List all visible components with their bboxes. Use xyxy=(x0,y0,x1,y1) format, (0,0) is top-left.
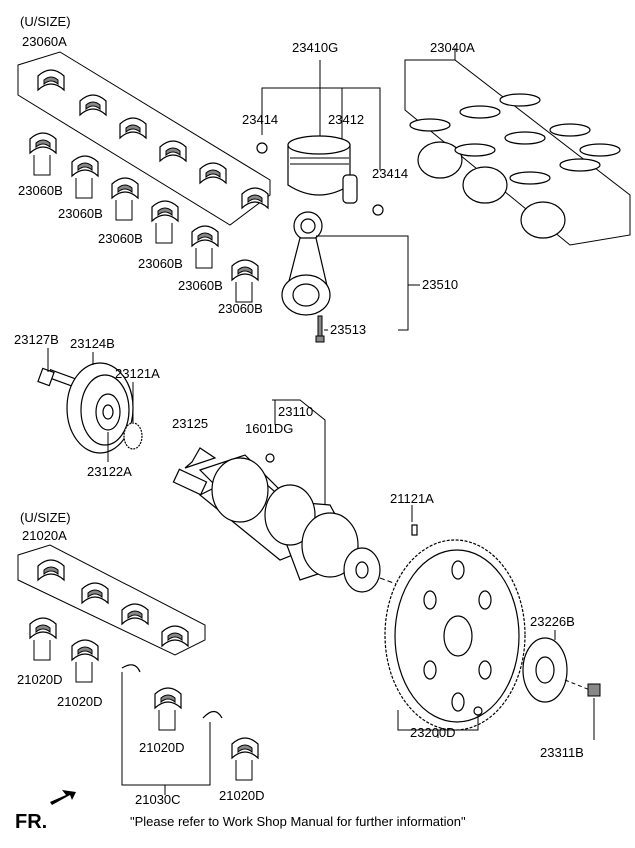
part-label: 23200D xyxy=(410,725,456,740)
part-label: 23121A xyxy=(115,366,160,381)
piston-pin xyxy=(342,174,358,204)
rod-bolt xyxy=(315,315,325,343)
bearing-shell xyxy=(161,625,189,648)
part-label: 23040A xyxy=(430,40,475,55)
piston-ring xyxy=(417,141,463,179)
part-label: 23060B xyxy=(218,301,263,316)
part-label: 23226B xyxy=(530,614,575,629)
bearing-shell xyxy=(231,737,259,760)
bearing-shell xyxy=(154,687,182,710)
bearing-shell xyxy=(29,132,57,155)
snap-ring xyxy=(256,142,268,154)
bearing-shell xyxy=(119,117,147,140)
piston-ring xyxy=(520,201,566,239)
part-label: 21020D xyxy=(139,740,185,755)
woodruff-key xyxy=(184,447,217,469)
bearing-shell xyxy=(241,187,269,210)
part-label: 21020D xyxy=(219,788,265,803)
part-label: 23060B xyxy=(138,256,183,271)
part-label: 23414 xyxy=(242,112,278,127)
part-label: 23127B xyxy=(14,332,59,347)
part-label: 21020A xyxy=(22,528,67,543)
part-label: 21020D xyxy=(17,672,63,687)
part-label: 23124B xyxy=(70,336,115,351)
part-label: 23412 xyxy=(328,112,364,127)
footer-note: "Please refer to Work Shop Manual for fu… xyxy=(130,814,466,829)
piston-ring xyxy=(499,93,541,107)
piston-ring xyxy=(579,143,621,157)
crankshaft xyxy=(172,454,381,593)
part-label: 23414 xyxy=(372,166,408,181)
bearing-shell xyxy=(111,177,139,200)
leader-23510 xyxy=(316,235,409,331)
bearing-shell xyxy=(151,200,179,223)
bearing-shell xyxy=(121,603,149,626)
part-label: 23122A xyxy=(87,464,132,479)
dowel-pin xyxy=(411,524,418,536)
front-indicator: FR. xyxy=(15,811,47,833)
piston-rings xyxy=(409,93,621,239)
bearing-shell xyxy=(79,94,107,117)
front-arrow-icon xyxy=(50,790,76,805)
drive-plate xyxy=(384,539,526,731)
snap-ring xyxy=(372,204,384,216)
plug-1601DG xyxy=(265,453,275,463)
piston-ring xyxy=(462,166,508,204)
piston-ring xyxy=(509,171,551,185)
piston-ring xyxy=(504,131,546,145)
part-label: 23060B xyxy=(98,231,143,246)
part-label: 23410G xyxy=(292,40,338,55)
part-label: 23060A xyxy=(22,34,67,49)
part-label: 1601DG xyxy=(245,421,293,436)
part-label: 23060B xyxy=(18,183,63,198)
plate-23226B xyxy=(522,637,568,703)
piston-ring xyxy=(549,123,591,137)
piston-ring xyxy=(459,105,501,119)
bearing-shell xyxy=(159,140,187,163)
bearing-set-outline-upper xyxy=(17,51,271,226)
part-label: 23060B xyxy=(178,278,223,293)
piston xyxy=(287,135,351,196)
part-label: 23125 xyxy=(172,416,208,431)
part-label: (U/SIZE) xyxy=(20,14,71,29)
bearing-set-outline-lower xyxy=(17,544,206,656)
part-label: 23513 xyxy=(330,322,366,337)
lower-bearing-shells xyxy=(29,559,259,781)
thrust-washer xyxy=(121,664,141,673)
thrust-washer xyxy=(202,710,223,719)
part-label: 23510 xyxy=(422,277,458,292)
piston-ring xyxy=(454,143,496,157)
bearing-shell xyxy=(199,162,227,185)
bearing-shell xyxy=(71,155,99,178)
piston-ring xyxy=(409,118,451,132)
bearing-shell xyxy=(37,559,65,582)
leader-23110 xyxy=(272,399,326,510)
bearing-shell xyxy=(231,259,259,282)
bearing-shell xyxy=(81,582,109,605)
part-label: 23110 xyxy=(278,404,313,419)
leader-23410G xyxy=(261,87,381,170)
part-label: 21030C xyxy=(135,792,181,807)
part-label: 21020D xyxy=(57,694,103,709)
bearing-shell xyxy=(37,69,65,92)
bearing-shell xyxy=(29,617,57,640)
bolt-23311B xyxy=(587,683,601,697)
part-label: 21121A xyxy=(390,491,434,506)
crank-sprocket xyxy=(123,422,143,450)
bearing-shell xyxy=(191,225,219,248)
piston-ring xyxy=(559,158,601,172)
connecting-rod xyxy=(281,211,331,316)
part-label: 23311B xyxy=(540,745,584,760)
bearing-shell xyxy=(71,639,99,662)
upper-bearing-shells xyxy=(29,69,269,303)
part-label: (U/SIZE) xyxy=(20,510,71,525)
part-label: 23060B xyxy=(58,206,103,221)
